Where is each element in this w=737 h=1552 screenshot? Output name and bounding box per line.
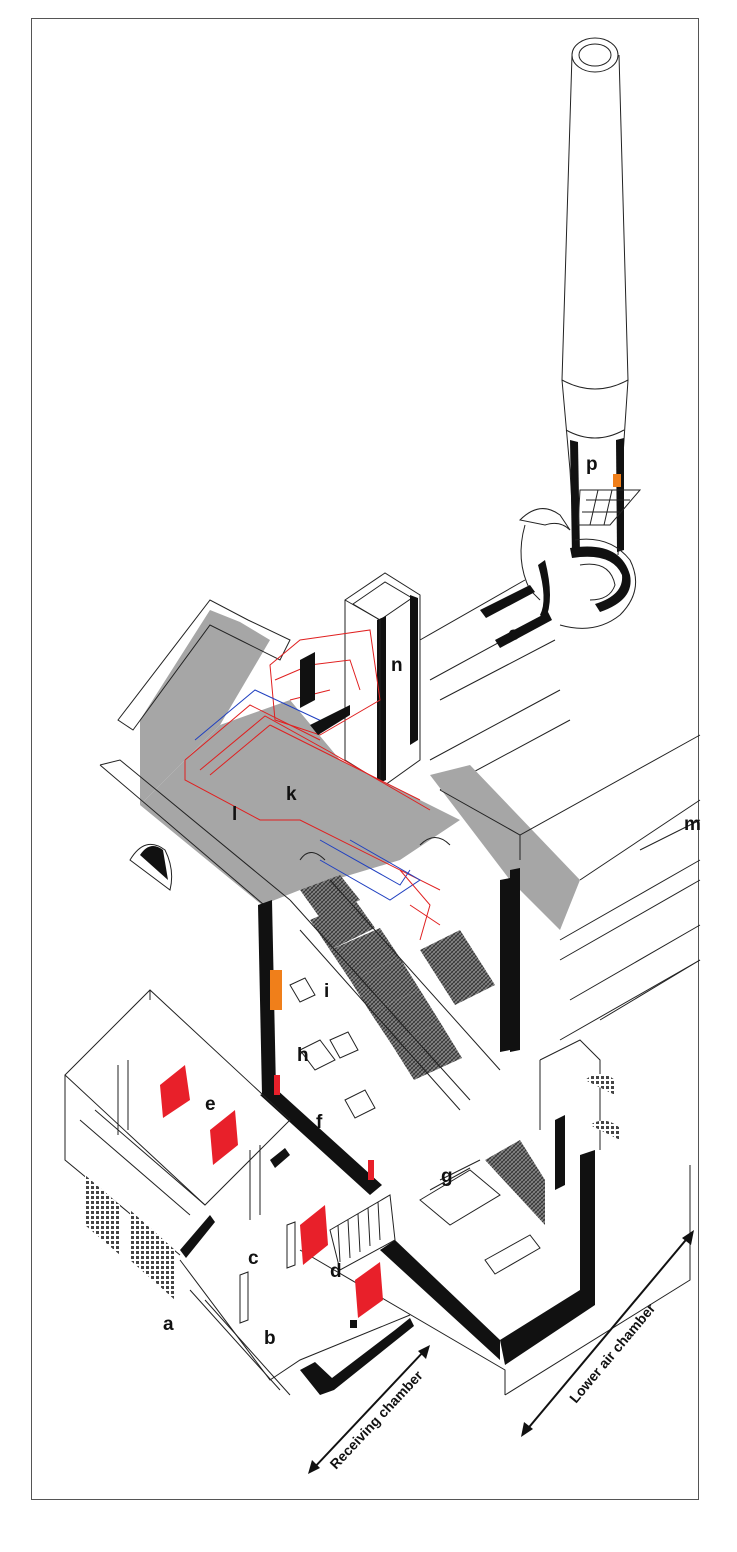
red-panel-d2	[355, 1262, 383, 1318]
label-m: m	[684, 814, 701, 835]
wall-m	[559, 819, 701, 1041]
tower-n	[344, 572, 421, 786]
ductwork	[184, 629, 441, 941]
chimney-orange-panel	[613, 474, 621, 487]
label-e: e	[205, 1094, 216, 1115]
red-panel-d1	[300, 1205, 328, 1265]
label-g: g	[441, 1166, 453, 1187]
chimney	[561, 37, 642, 556]
red-panel-e2	[210, 1110, 238, 1165]
label-o: o	[508, 624, 520, 645]
lower-air-chamber	[299, 1039, 691, 1396]
label-h: h	[297, 1045, 309, 1066]
label-a: a	[163, 1314, 174, 1335]
label-d: d	[330, 1261, 342, 1282]
label-l: l	[232, 804, 237, 825]
label-p: p	[586, 454, 598, 475]
label-c: c	[248, 1248, 259, 1269]
label-f: f	[316, 1112, 323, 1133]
chimney-top-outer	[571, 37, 619, 73]
label-k: k	[286, 784, 297, 805]
rooms-a-f	[64, 989, 414, 1396]
flue-duct	[419, 508, 637, 791]
red-panel-e1	[160, 1065, 190, 1118]
orange-panel-i	[270, 970, 282, 1010]
receiving-chamber-arrow	[308, 1345, 430, 1474]
label-b: b	[264, 1328, 276, 1349]
lower-air-chamber-label: Lower air chamber	[566, 1300, 659, 1406]
lower-air-chamber-arrow	[521, 1230, 694, 1437]
chimney-top-inner	[578, 43, 612, 67]
central-hall	[258, 868, 545, 1225]
roof-and-building	[99, 599, 701, 1060]
label-n: n	[391, 655, 403, 676]
drawing-frame	[31, 18, 699, 1500]
label-i: i	[324, 981, 329, 1002]
